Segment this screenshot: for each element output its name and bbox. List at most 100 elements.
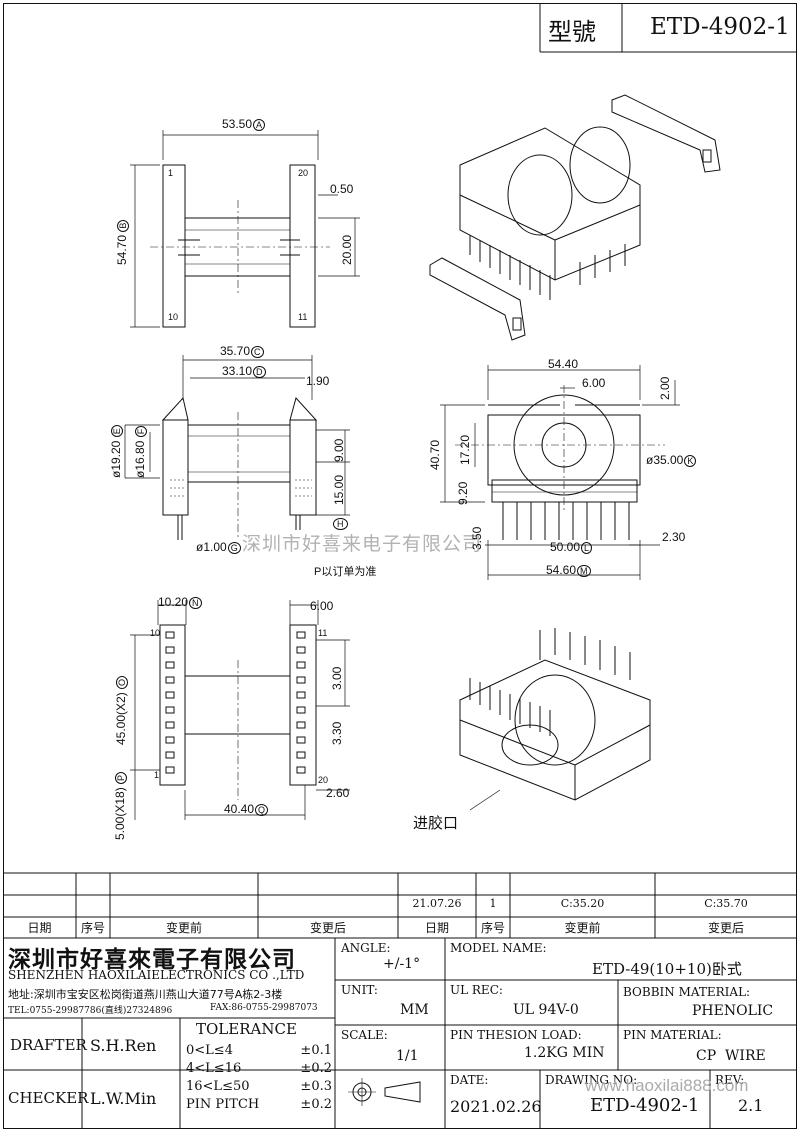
pin-num-10-top: 10 <box>168 312 179 322</box>
pin-num-11-bot: 11 <box>318 628 328 638</box>
dim-side-920: 9.20 <box>456 481 470 505</box>
checker-label: CHECKER <box>8 1089 89 1107</box>
dim-side-230: 2.30 <box>662 530 686 544</box>
marker-n: N <box>189 597 202 609</box>
company-address: 地址:深圳市宝安区松岗街道燕川燕山大道77号A栋2-3楼 <box>8 988 283 1001</box>
rev-label: REV: <box>715 1073 745 1087</box>
dim-side-width: 54.40 <box>548 357 579 371</box>
tolerance-row: 16<L≤50±0.3 <box>186 1079 332 1094</box>
load-value: 1.2KG MIN <box>524 1045 605 1061</box>
dim-h900: 9.00 <box>332 438 346 462</box>
hdr-after-1: 变更后 <box>309 921 346 935</box>
iso-bottom-pins <box>469 628 631 736</box>
checker-value: L.W.Min <box>90 1089 157 1108</box>
marker-p: P <box>115 771 127 784</box>
drafter-value: S.H.Ren <box>90 1036 157 1055</box>
hdr-before-1: 变更前 <box>165 921 202 935</box>
marker-c: C <box>251 346 264 358</box>
iso-view-bottom <box>459 628 651 811</box>
bobbin-label: BOBBIN MATERIAL: <box>623 985 751 999</box>
hdr-after-2: 变更后 <box>707 921 744 935</box>
company-name-en: SHENZHEN HAOXILAIELECTRONICS CO .,LTD <box>8 968 305 982</box>
marker-m: M <box>577 565 591 577</box>
marker-q: Q <box>255 804 269 816</box>
pinmat-label: PIN MATERIAL: <box>623 1028 722 1042</box>
top-view <box>130 130 360 328</box>
marker-k: K <box>684 455 697 467</box>
date-value: 2021.02.26 <box>450 1097 542 1116</box>
pin-num-11-top: 11 <box>298 312 308 322</box>
front-view <box>124 355 350 540</box>
bobbin-value: PHENOLIC <box>692 1003 774 1019</box>
dim-h1500: 15.00 <box>332 474 346 505</box>
ulrec-label: UL REC: <box>450 983 503 997</box>
scale-value: 1/1 <box>396 1048 419 1064</box>
hdr-seq-2: 序号 <box>480 921 505 935</box>
unit-value: MM <box>400 1002 429 1018</box>
marker-h: H <box>333 518 348 530</box>
pin-num-10-bot: 10 <box>150 628 161 638</box>
date-label: DATE: <box>450 1073 489 1087</box>
dim-bot-500: 5.00(X18) P <box>113 771 127 840</box>
iso-top-pins <box>469 235 626 300</box>
tolerance-table: 0<L≤4±0.1 4<L≤16±0.2 16<L≤50±0.3 PIN PIT… <box>186 1043 332 1115</box>
company-fax: FAX:86-0755-29987073 <box>210 1003 318 1013</box>
pinmat-value: CP WIRE <box>696 1048 766 1064</box>
marker-f: F <box>135 425 147 438</box>
model-value: ETD-49(10+10)卧式 <box>592 960 742 978</box>
unit-label: UNIT: <box>341 983 378 997</box>
dim-side-top: 2.00 <box>658 376 672 400</box>
dim-core-len: 20.00 <box>340 234 354 265</box>
model-label: MODEL NAME: <box>450 941 547 955</box>
ulrec-value: UL 94V-0 <box>513 1002 579 1018</box>
dim-bot-600: 6.00 <box>310 599 334 613</box>
dim-bot-260: 2.60 <box>326 786 350 800</box>
hdr-before-2: 变更前 <box>564 921 601 935</box>
side-view <box>440 365 680 580</box>
dim-side-h2: 17.20 <box>458 434 472 465</box>
type-label: 型號 <box>548 18 596 46</box>
dim-flange-thk: 0.50 <box>330 182 354 196</box>
pin-num-20-top: 20 <box>298 168 309 178</box>
scale-label: SCALE: <box>341 1028 388 1042</box>
bottom-view <box>130 600 350 820</box>
rev-value: 2.1 <box>738 1096 764 1115</box>
marker-b: B <box>117 219 129 232</box>
drawing-label: DRAWING NO: <box>545 1073 638 1087</box>
pin-num-1-bot: 1 <box>154 770 160 780</box>
rev-after: C:35.70 <box>704 897 748 910</box>
marker-g: G <box>227 542 241 554</box>
bottom-pins-right <box>296 631 306 774</box>
dim-front-wall: 1.90 <box>306 374 330 388</box>
pin-num-1-top: 1 <box>168 168 174 178</box>
watermark: 深圳市好喜来电子有限公司 <box>242 534 483 555</box>
dim-bot-330: 3.30 <box>330 721 344 745</box>
marker-e: E <box>111 425 123 438</box>
bottom-pins-left <box>165 631 175 774</box>
title-block-grid <box>3 872 797 1128</box>
dim-side-h: 40.70 <box>428 439 442 470</box>
tolerance-title: TOLERANCE <box>196 1020 297 1038</box>
hdr-date-2: 日期 <box>424 921 449 935</box>
angle-label: ANGLE: <box>341 941 391 955</box>
tolerance-row: PIN PITCH±0.2 <box>186 1097 332 1112</box>
sheet-border <box>3 3 797 1129</box>
drafter-label: DRAFTER <box>10 1036 87 1054</box>
pin-num-20-bot: 20 <box>318 775 329 785</box>
dim-side-350: 3.50 <box>470 526 484 550</box>
iso-view-top <box>429 94 721 341</box>
marker-l: L <box>581 542 593 554</box>
load-label: PIN THESION LOAD: <box>450 1028 582 1042</box>
marker-o: O <box>116 675 128 689</box>
company-tel: TEL:0755-29987786(直线)27324896 <box>8 1006 173 1016</box>
dim-bot-45: 45.00(X2) O <box>114 675 128 745</box>
